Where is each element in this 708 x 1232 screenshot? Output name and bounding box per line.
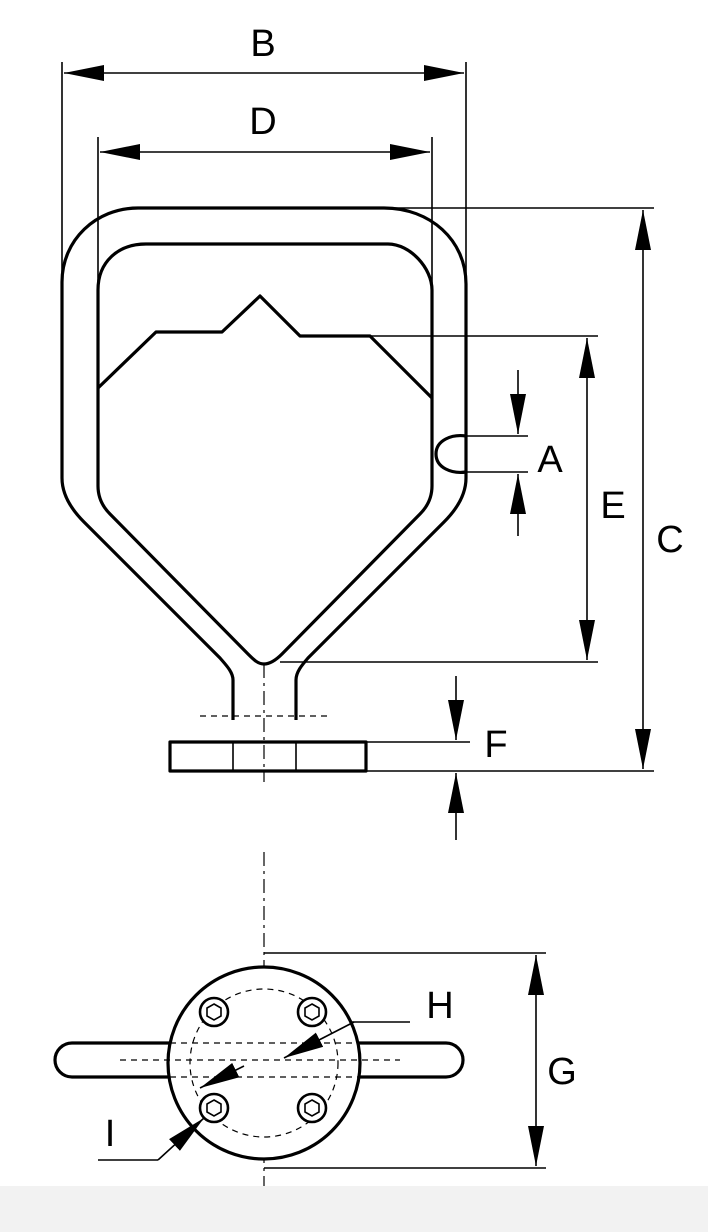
dimension-i: I bbox=[98, 1113, 205, 1161]
dimension-a: A bbox=[454, 370, 563, 536]
plan-view bbox=[53, 852, 465, 1186]
label-g: G bbox=[547, 1051, 577, 1093]
dimension-c: C bbox=[366, 207, 684, 772]
label-d: D bbox=[249, 101, 276, 143]
dimension-f: F bbox=[366, 676, 508, 840]
label-c: C bbox=[656, 519, 683, 561]
label-f: F bbox=[484, 724, 507, 766]
bolt-circle bbox=[189, 988, 339, 1138]
outer-loop-outline bbox=[60, 206, 468, 720]
label-a: A bbox=[537, 439, 563, 481]
dimension-b: B bbox=[61, 23, 467, 282]
leader-arrow bbox=[283, 1021, 355, 1059]
leader-arrow bbox=[199, 1062, 245, 1089]
leader-arrow bbox=[157, 1117, 205, 1161]
side-view bbox=[60, 206, 468, 782]
bolt-top-left bbox=[198, 996, 230, 1028]
label-b: B bbox=[250, 23, 275, 65]
footer-band bbox=[0, 1186, 708, 1232]
dimension-e: E bbox=[280, 335, 626, 663]
bolt-bottom-left bbox=[198, 1092, 230, 1124]
dimension-g: G bbox=[264, 952, 577, 1169]
rod-section-circle bbox=[434, 434, 467, 474]
plate-profile bbox=[96, 294, 434, 400]
label-e: E bbox=[600, 485, 625, 527]
rod-outline bbox=[53, 1041, 465, 1079]
bolt-top-right bbox=[296, 996, 328, 1028]
inner-loop-outline bbox=[96, 242, 434, 666]
label-i: I bbox=[105, 1113, 116, 1155]
base-disc bbox=[166, 965, 362, 1161]
dimension-d: D bbox=[97, 101, 433, 290]
base-plate bbox=[168, 740, 368, 773]
bolt-bottom-right bbox=[296, 1092, 328, 1124]
label-h: H bbox=[426, 985, 453, 1027]
dimension-h: H bbox=[199, 985, 454, 1089]
